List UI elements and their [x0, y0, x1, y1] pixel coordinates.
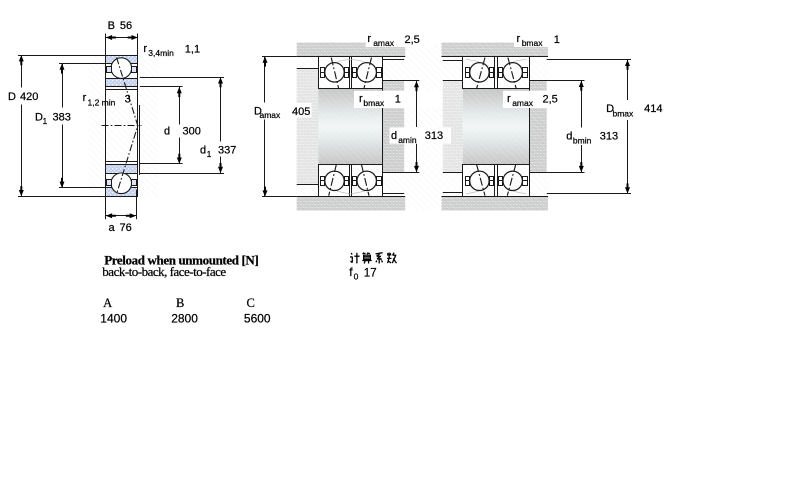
svg-text:D: D — [606, 103, 614, 115]
svg-text:amin: amin — [398, 135, 417, 145]
svg-text:back-to-back, face-to-face: back-to-back, face-to-face — [102, 264, 226, 279]
svg-text:2,5: 2,5 — [543, 93, 558, 105]
svg-text:2800: 2800 — [171, 311, 198, 325]
svg-text:D: D — [8, 91, 16, 103]
svg-text:amax: amax — [260, 110, 282, 120]
svg-text:17: 17 — [364, 268, 377, 280]
svg-text:d: d — [200, 145, 206, 157]
svg-text:r: r — [507, 93, 511, 105]
svg-text:C: C — [247, 296, 255, 310]
svg-text:0: 0 — [354, 272, 359, 282]
svg-text:405: 405 — [292, 106, 310, 118]
svg-text:bmax: bmax — [363, 98, 385, 108]
svg-text:1,1: 1,1 — [185, 44, 200, 56]
svg-text:414: 414 — [644, 103, 662, 115]
svg-text:337: 337 — [218, 145, 236, 157]
svg-text:r: r — [359, 93, 363, 105]
svg-text:amax: amax — [512, 98, 534, 108]
svg-text:300: 300 — [183, 126, 201, 138]
svg-text:1,2 min: 1,2 min — [88, 97, 116, 107]
svg-text:1: 1 — [207, 149, 212, 159]
svg-text:2,5: 2,5 — [405, 34, 420, 46]
svg-text:383: 383 — [53, 112, 71, 124]
svg-text:1: 1 — [554, 34, 560, 46]
svg-text:313: 313 — [425, 130, 443, 142]
svg-text:d: d — [566, 131, 572, 143]
svg-text:f: f — [349, 265, 353, 279]
svg-text:Preload when unmounted [N]: Preload when unmounted [N] — [104, 252, 258, 267]
svg-text:D: D — [254, 106, 262, 118]
svg-text:1: 1 — [395, 93, 401, 105]
svg-text:420: 420 — [20, 91, 38, 103]
svg-text:3,4min: 3,4min — [148, 48, 174, 58]
svg-text:r: r — [517, 33, 521, 45]
svg-text:3: 3 — [125, 94, 131, 106]
svg-text:A: A — [103, 296, 112, 310]
svg-text:1: 1 — [43, 116, 48, 126]
svg-text:D: D — [35, 112, 43, 124]
svg-text:amax: amax — [373, 38, 395, 48]
svg-text:bmax: bmax — [522, 38, 544, 48]
svg-text:76: 76 — [120, 222, 132, 234]
svg-text:a: a — [109, 222, 116, 234]
svg-text:56: 56 — [120, 20, 132, 32]
svg-text:d: d — [391, 130, 397, 142]
svg-text:r: r — [83, 92, 87, 104]
svg-text:bmax: bmax — [613, 108, 635, 118]
svg-text:313: 313 — [600, 131, 618, 143]
svg-text:5600: 5600 — [244, 311, 271, 325]
svg-text:1400: 1400 — [100, 311, 127, 325]
svg-text:B: B — [176, 296, 184, 310]
svg-text:B: B — [108, 20, 115, 32]
svg-text:r: r — [367, 33, 371, 45]
svg-text:r: r — [143, 43, 147, 55]
svg-text:d: d — [164, 126, 170, 138]
svg-text:bmin: bmin — [573, 135, 592, 145]
